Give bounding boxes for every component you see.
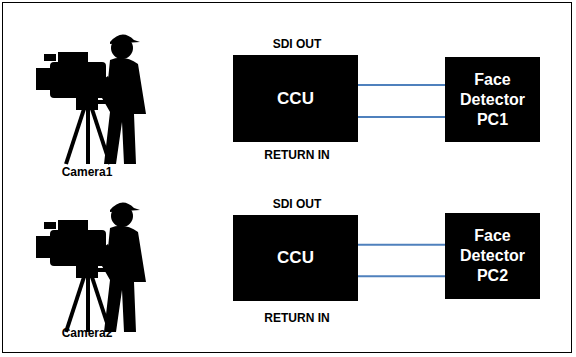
box-text: Face Detector PC2 <box>451 226 534 286</box>
port-label: SDI OUT <box>273 197 322 211</box>
box-text: Face Detector PC1 <box>451 70 534 130</box>
signal-cable <box>358 275 445 277</box>
pc-box: Face Detector PC1 <box>445 57 540 142</box>
box-text: CCU <box>277 247 314 268</box>
signal-cable <box>358 244 445 246</box>
port-label: RETURN IN <box>264 311 329 325</box>
ccu-box: CCU <box>233 55 358 142</box>
camera-label: Camera1 <box>62 165 113 179</box>
pc-box: Face Detector PC2 <box>445 213 540 299</box>
port-label: SDI OUT <box>273 37 322 51</box>
box-text: CCU <box>277 88 314 109</box>
signal-cable <box>358 84 445 86</box>
camera-label: Camera2 <box>62 326 113 340</box>
port-label: RETURN IN <box>264 148 329 162</box>
ccu-box: CCU <box>233 215 358 301</box>
signal-cable <box>358 116 445 118</box>
